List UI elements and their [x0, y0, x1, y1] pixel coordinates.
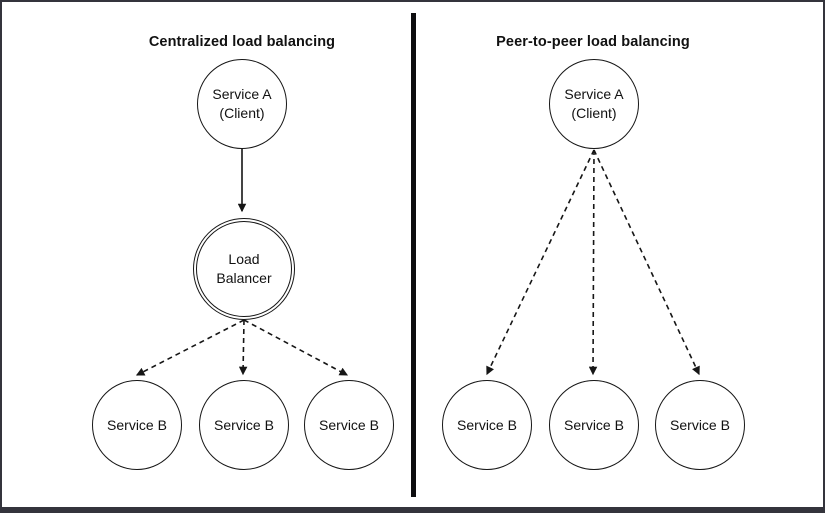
edge-balancer-to-b3 — [243, 319, 349, 376]
right-service-b1-label: Service B — [457, 416, 517, 433]
right-service-b1-node: Service B — [442, 380, 532, 470]
left-service-b2-node: Service B — [199, 380, 289, 470]
right-service-b2-node: Service B — [549, 380, 639, 470]
load-balancer-node: Load Balancer — [193, 218, 295, 320]
left-panel-title: Centralized load balancing — [148, 34, 336, 50]
right-service-b3-label: Service B — [670, 416, 730, 433]
edge-p2p-client-to-b2 — [588, 149, 598, 376]
right-service-b3-node: Service B — [655, 380, 745, 470]
left-service-b2-label: Service B — [214, 416, 274, 433]
left-service-b1-node: Service B — [92, 380, 182, 470]
left-service-a-label: Service A (Client) — [212, 86, 272, 121]
load-balancer-label: Load Balancer — [216, 251, 272, 286]
left-service-b3-node: Service B — [304, 380, 394, 470]
edge-p2p-client-to-b1 — [486, 149, 595, 376]
edge-balancer-to-b1 — [135, 319, 245, 376]
edge-balancer-to-b2 — [238, 319, 248, 376]
right-service-a-client-node: Service A (Client) — [549, 59, 639, 149]
right-service-a-label: Service A (Client) — [564, 86, 624, 121]
left-service-b3-label: Service B — [319, 416, 379, 433]
right-service-b2-label: Service B — [564, 416, 624, 433]
edge-p2p-client-to-b3 — [593, 149, 700, 376]
panel-divider — [411, 13, 416, 497]
left-service-a-client-node: Service A (Client) — [197, 59, 287, 149]
right-panel-title: Peer-to-peer load balancing — [496, 34, 690, 50]
left-service-b1-label: Service B — [107, 416, 167, 433]
